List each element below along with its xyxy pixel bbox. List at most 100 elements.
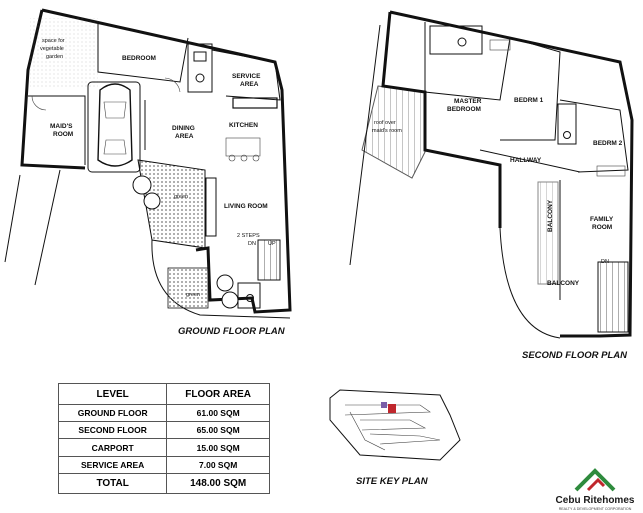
closet-icon bbox=[489, 39, 511, 51]
stool-icon bbox=[228, 154, 236, 162]
label-service: SERVICE bbox=[232, 73, 261, 80]
stool-icon bbox=[252, 154, 260, 162]
table-total-row: TOTAL 148.00 SQM bbox=[57, 472, 270, 495]
lower-garden bbox=[167, 267, 209, 309]
tree-icon bbox=[216, 274, 234, 292]
cell-level: SERVICE AREA bbox=[57, 455, 168, 474]
door-swing bbox=[31, 95, 47, 111]
table-row: SECOND FLOOR 65.00 SQM bbox=[57, 421, 270, 440]
label-dn: DN bbox=[601, 259, 609, 265]
label-family-room: ROOM bbox=[592, 224, 612, 231]
label-dn: DN bbox=[248, 241, 256, 247]
site-purple-lot bbox=[381, 402, 387, 408]
label-hallway: HALLWAY bbox=[510, 157, 542, 164]
sofa-icon bbox=[205, 177, 217, 237]
stool-icon bbox=[240, 154, 248, 162]
second-outer-wall bbox=[389, 10, 634, 338]
kitchen-island bbox=[225, 137, 261, 157]
label-steps: 2 STEPS bbox=[237, 233, 260, 239]
label-bedroom: BEDROOM bbox=[122, 55, 156, 62]
label-master-bedroom: BEDROOM bbox=[447, 106, 481, 113]
header-floor-area: FLOOR AREA bbox=[166, 382, 270, 406]
cell-level: SECOND FLOOR bbox=[57, 421, 168, 440]
lower-toilet bbox=[237, 282, 261, 309]
bedroom2-toilet bbox=[557, 103, 577, 145]
car-icon bbox=[87, 81, 141, 173]
label-balcony-horizontal: BALCONY bbox=[547, 280, 580, 287]
table-header-row: LEVEL FLOOR AREA bbox=[57, 382, 270, 406]
toilet-icon bbox=[246, 294, 254, 302]
hallway-edge bbox=[479, 149, 581, 173]
window-icon bbox=[596, 165, 626, 177]
toilet-icon bbox=[563, 131, 571, 139]
label-kitchen: KITCHEN bbox=[229, 122, 258, 129]
site-curve bbox=[499, 227, 561, 339]
bedroom1-walls bbox=[500, 37, 561, 141]
cell-area: 15.00 SQM bbox=[166, 438, 270, 457]
cell-level: GROUND FLOOR bbox=[57, 404, 168, 423]
cell-total-label: TOTAL bbox=[57, 472, 168, 495]
label-green: green bbox=[174, 194, 188, 200]
label-maids: MAID'S bbox=[50, 123, 73, 130]
vegetable-garden-area bbox=[30, 18, 98, 88]
label-dining: DINING bbox=[172, 125, 195, 132]
roof-icon bbox=[574, 468, 616, 492]
caption-site-key: SITE KEY PLAN bbox=[356, 476, 429, 487]
door-swing bbox=[164, 77, 181, 93]
site-outline bbox=[329, 389, 461, 461]
logo-tagline: REALTY & DEVELOPMENT CORPORATION bbox=[559, 507, 632, 511]
roof-over-maids-room bbox=[361, 85, 426, 179]
caption-ground-floor: GROUND FLOOR PLAN bbox=[178, 326, 286, 337]
label-vegetable: vegetable bbox=[40, 46, 64, 52]
cell-level: CARPORT bbox=[57, 438, 168, 457]
stairs-icon bbox=[257, 239, 281, 281]
maids-room-walls bbox=[28, 95, 86, 165]
label-garden: garden bbox=[46, 54, 63, 60]
label-area: AREA bbox=[240, 81, 259, 88]
label-balcony-vertical: BALCONY bbox=[547, 199, 554, 232]
site-curve bbox=[151, 239, 291, 319]
site-road bbox=[349, 411, 386, 451]
label-roof-over: roof over bbox=[374, 120, 396, 126]
toilet-icon bbox=[195, 73, 205, 83]
site-highlight-lot bbox=[388, 404, 396, 413]
toilet-icon bbox=[457, 37, 467, 47]
label-up: UP bbox=[268, 241, 276, 247]
tree-icon bbox=[221, 291, 239, 309]
site-key-plan: SITE KEY PLAN bbox=[329, 389, 461, 487]
stairs-icon bbox=[597, 261, 629, 333]
table-row: CARPORT 15.00 SQM bbox=[57, 438, 270, 457]
bedroom-walls bbox=[97, 22, 189, 83]
label-family: FAMILY bbox=[590, 216, 614, 223]
cell-area: 65.00 SQM bbox=[166, 421, 270, 440]
label-living-room: LIVING ROOM bbox=[224, 203, 268, 210]
toilet-room bbox=[187, 43, 213, 93]
master-bedroom-walls bbox=[424, 22, 511, 101]
label-maids-room: maid's room bbox=[372, 128, 402, 134]
site-road bbox=[344, 404, 431, 416]
ground-outer-wall bbox=[41, 8, 292, 314]
site-line bbox=[4, 174, 21, 263]
label-bedrm1: BEDRM 1 bbox=[514, 97, 544, 104]
courtyard-green bbox=[137, 159, 206, 249]
second-floor-plan: roof over maid's room MASTER BEDROOM BED… bbox=[349, 10, 634, 361]
site-road bbox=[360, 419, 427, 431]
cell-total-area: 148.00 SQM bbox=[166, 472, 270, 495]
floor-area-table: LEVEL FLOOR AREA GROUND FLOOR 61.00 SQM … bbox=[57, 382, 270, 495]
cell-area: 61.00 SQM bbox=[166, 404, 270, 423]
label-green-2: green bbox=[186, 292, 200, 298]
kitchen-counter bbox=[232, 97, 278, 109]
tree-icon bbox=[143, 192, 161, 210]
ground-floor-plan: space for vegetable garden BEDROOM SERVI… bbox=[4, 8, 292, 337]
caption-second-floor: SECOND FLOOR PLAN bbox=[522, 350, 628, 361]
logo-brand: Cebu Ritehomes bbox=[556, 495, 635, 506]
label-master: MASTER bbox=[454, 98, 482, 105]
site-road bbox=[369, 433, 441, 445]
balcony-vertical bbox=[537, 181, 559, 285]
label-room: ROOM bbox=[53, 131, 73, 138]
master-toilet bbox=[429, 25, 483, 55]
roof-accent-icon bbox=[586, 477, 606, 492]
header-level: LEVEL bbox=[57, 382, 168, 406]
tree-icon bbox=[132, 175, 152, 195]
